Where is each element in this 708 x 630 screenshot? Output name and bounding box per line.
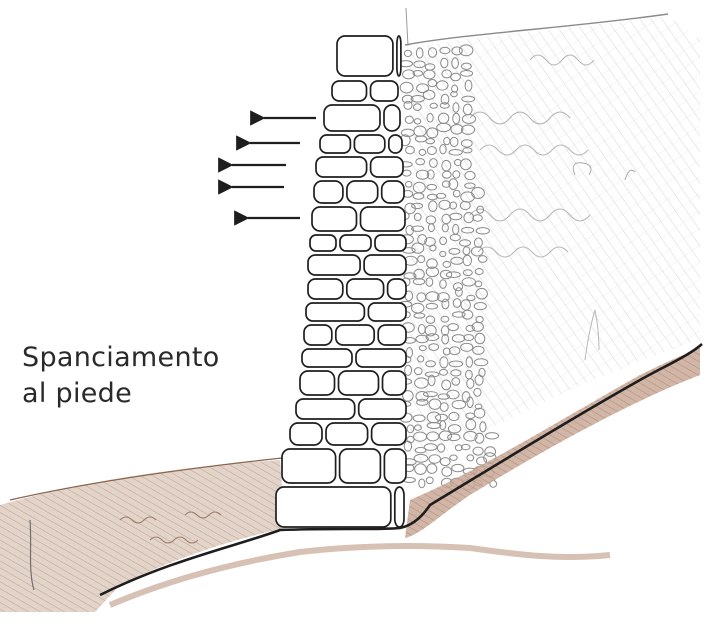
wall-stone <box>296 399 355 419</box>
wall-stone <box>340 449 381 483</box>
wall-stone <box>308 279 343 299</box>
wall-stone <box>312 207 357 231</box>
wall-stone <box>368 303 406 321</box>
wall-stone <box>320 135 350 153</box>
gravel-stone <box>426 477 433 484</box>
wall-stone <box>384 105 400 131</box>
wall-stone <box>282 449 336 483</box>
wall-stone <box>382 181 404 203</box>
wall-stone <box>324 105 380 131</box>
wall-stone <box>371 81 399 101</box>
wall-stone <box>336 325 374 345</box>
gravel-stone <box>467 455 474 461</box>
caption-line-2: al piede <box>22 376 220 412</box>
wall-stone <box>378 325 406 345</box>
wall-stone <box>290 423 322 445</box>
gravel-stone <box>473 447 483 455</box>
wall-stone <box>397 36 401 76</box>
wall-stone <box>302 349 352 367</box>
gravel-stone <box>427 464 437 474</box>
wall-stone <box>306 303 364 321</box>
wall-stone <box>354 135 384 153</box>
wall-stone <box>316 157 367 177</box>
wall-stone <box>361 207 406 231</box>
caption-line-1: Spanciamento <box>22 340 220 376</box>
wall-stone <box>375 235 406 251</box>
wall-stone <box>310 235 336 251</box>
gravel-stone <box>450 455 457 460</box>
wall-stone <box>364 255 406 275</box>
wall-stone <box>276 487 391 527</box>
wall-stone <box>340 235 371 251</box>
wall-stone <box>339 371 379 395</box>
gravel-stone <box>440 458 450 466</box>
thrust-arrows <box>232 118 316 218</box>
wall-stone <box>304 325 332 345</box>
wall-stone <box>332 81 367 101</box>
wall-stone <box>372 423 406 445</box>
gravel-stone <box>485 433 498 439</box>
wall-stone <box>326 423 368 445</box>
wall-stone <box>300 371 335 395</box>
wall-stone <box>359 399 406 419</box>
gravel-stone <box>452 464 464 471</box>
gravel-stone <box>485 447 496 457</box>
gravel-stone <box>461 444 470 449</box>
gravel-stone <box>419 479 425 488</box>
wall-stone <box>371 157 403 177</box>
wall-stone <box>389 135 402 153</box>
wall-stone <box>383 371 407 395</box>
wall-stone <box>337 36 393 76</box>
wall-stone <box>384 449 406 483</box>
caption-label: Spanciamento al piede <box>22 340 220 412</box>
wall-stone <box>308 255 360 275</box>
wall-stone <box>314 181 343 203</box>
wall-stone <box>356 349 406 367</box>
stone-wall <box>276 36 406 527</box>
wall-stone <box>347 279 384 299</box>
wall-stone <box>395 487 404 527</box>
gravel-stone <box>442 467 452 476</box>
gravel-stone <box>415 464 427 475</box>
wall-stone <box>347 181 378 203</box>
wall-stone <box>388 279 406 299</box>
